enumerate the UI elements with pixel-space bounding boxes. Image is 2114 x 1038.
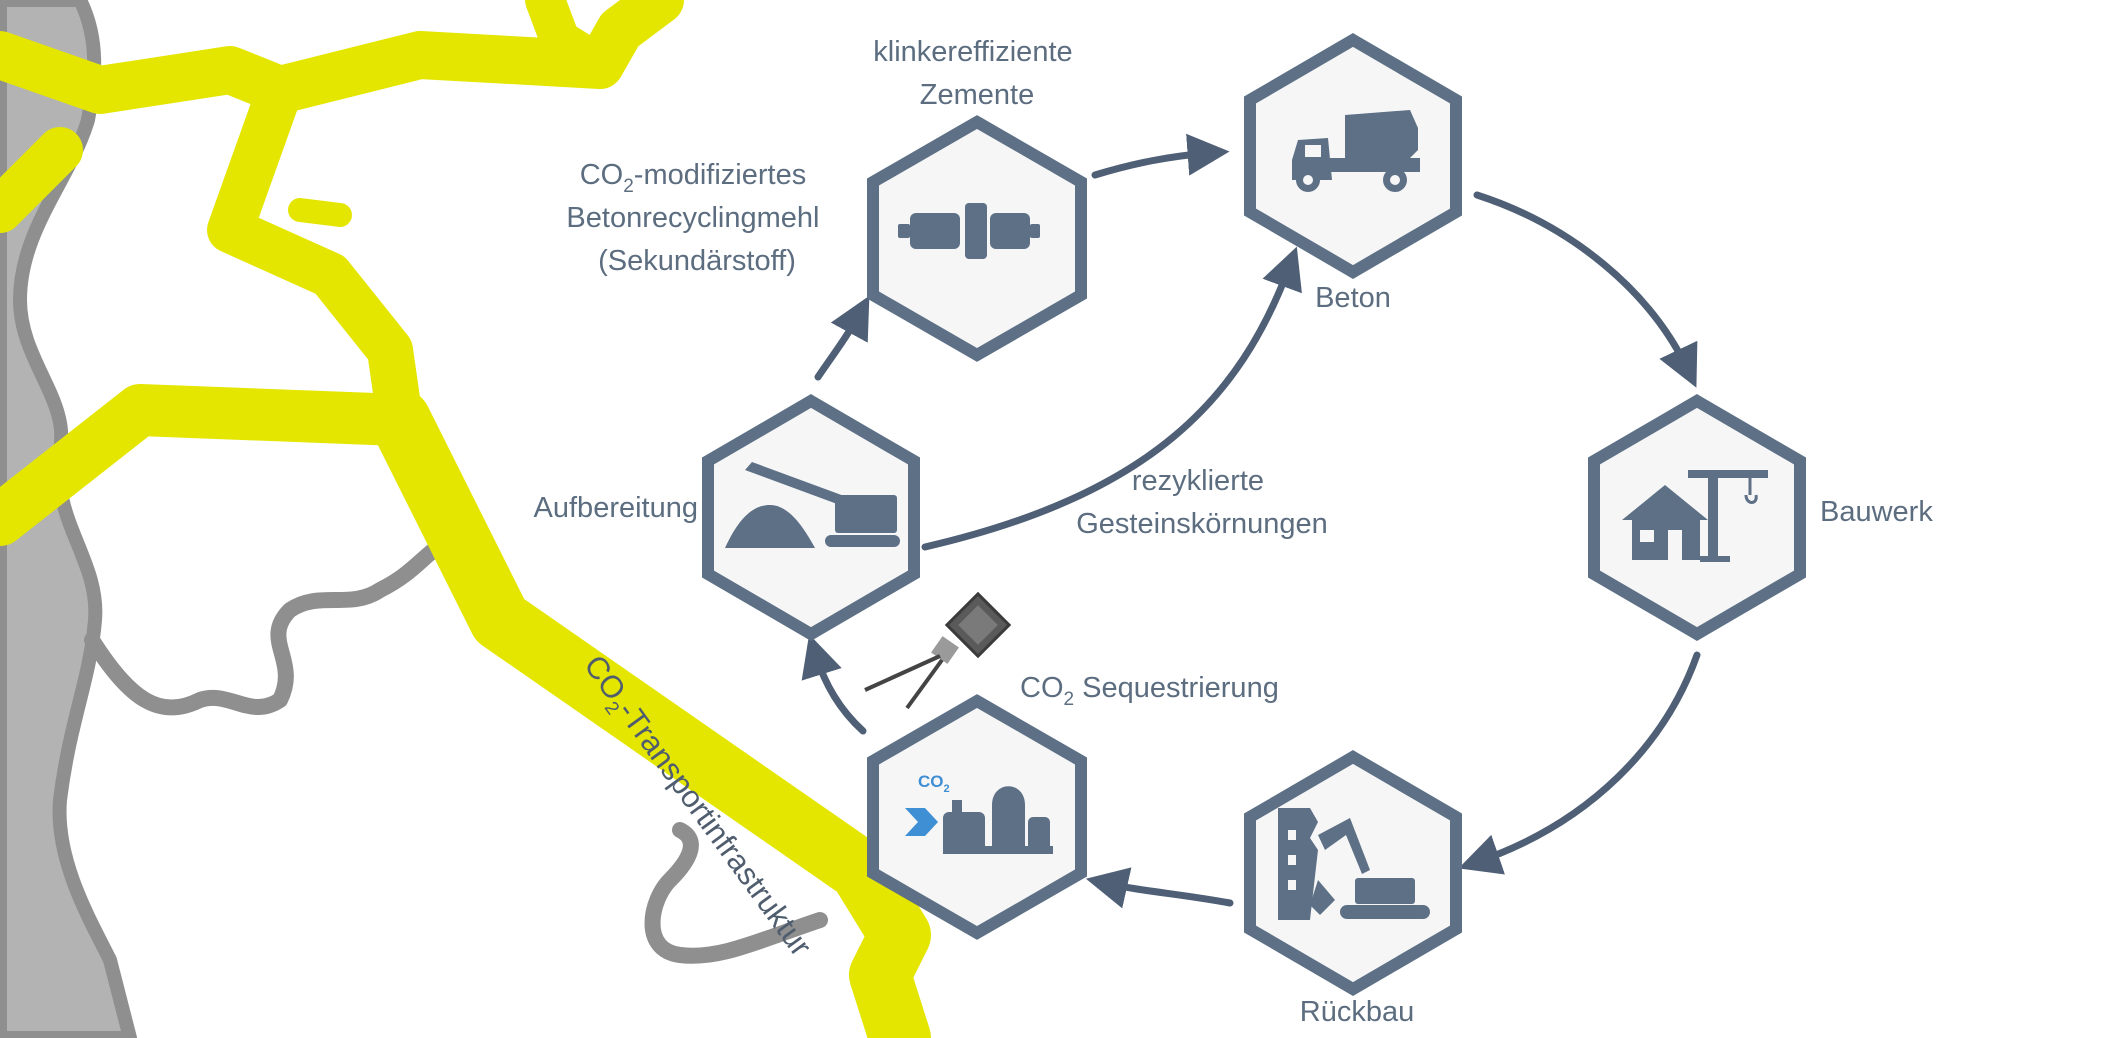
label-zement-line1: klinkereffiziente — [873, 36, 1072, 68]
label-zement-line2: Zemente — [920, 79, 1034, 111]
arrow-beton-to-bauwerk — [1473, 191, 1698, 388]
conveyor-crusher-icon — [725, 462, 900, 548]
co2-plant-icon: CO2 — [905, 772, 1053, 854]
hexagon-aufbereitung — [702, 394, 920, 641]
label-sequestrierung: CO2 Sequestrierung — [1020, 672, 1279, 710]
border-line-lower — [644, 822, 828, 964]
co2-inflow-arrow-icon — [905, 808, 938, 836]
satellite-icon — [864, 591, 1012, 710]
house-crane-icon — [1622, 470, 1768, 562]
pipeline-branch-top — [0, 0, 684, 114]
svg-text:CO2: CO2 — [918, 772, 950, 795]
label-rueckbau: Rückbau — [1300, 996, 1414, 1028]
annotation-co2-mehl: CO2-modifiziertes Betonrecyclingmehl (Se… — [566, 159, 827, 277]
arrow-bauwerk-to-rueckbau — [1458, 651, 1701, 875]
node-beton: Beton — [1244, 33, 1462, 314]
node-aufbereitung: Aufbereitung — [534, 394, 920, 641]
arrow-sequestrierung-to-aufbereitung — [801, 634, 867, 735]
pipeline-branch-left — [0, 127, 83, 233]
svg-text:klinkereffiziente Zement: klinkereffiziente Zemente — [873, 36, 1080, 111]
node-zement: klinkereffiziente Zemente — [867, 36, 1087, 362]
pipeline-branch-top-2 — [525, 0, 620, 85]
cement-mill-icon — [898, 203, 1040, 259]
arrow-aufbereitung-to-beton — [921, 246, 1302, 551]
co2-pipeline — [0, 0, 931, 1038]
pipeline-trunk-upper — [207, 67, 423, 443]
pipeline-branch-middle — [0, 384, 426, 546]
arrow-zement-to-beton — [1091, 133, 1230, 179]
annotation-gestein: rezyklierte Gesteinskörnungen — [1076, 465, 1328, 540]
node-rueckbau: Rückbau — [1244, 750, 1462, 1028]
cycle-arrows — [801, 133, 1701, 909]
pipeline-stub — [288, 198, 352, 227]
node-sequestrierung: CO2 CO2 Sequestrierung — [867, 672, 1279, 940]
pipeline-trunk-main — [369, 389, 931, 1038]
border-line-upper — [84, 537, 448, 716]
arrow-rueckbau-to-sequestrierung — [1085, 867, 1234, 909]
label-beton: Beton — [1315, 282, 1391, 314]
label-aufbereitung: Aufbereitung — [534, 492, 698, 524]
arrow-aufbereitung-to-zement — [814, 295, 870, 381]
demolition-excavator-icon — [1278, 808, 1430, 920]
concrete-mixer-truck-icon — [1292, 110, 1420, 192]
label-bauwerk: Bauwerk — [1820, 496, 1933, 528]
node-bauwerk: Bauwerk — [1588, 394, 1933, 641]
